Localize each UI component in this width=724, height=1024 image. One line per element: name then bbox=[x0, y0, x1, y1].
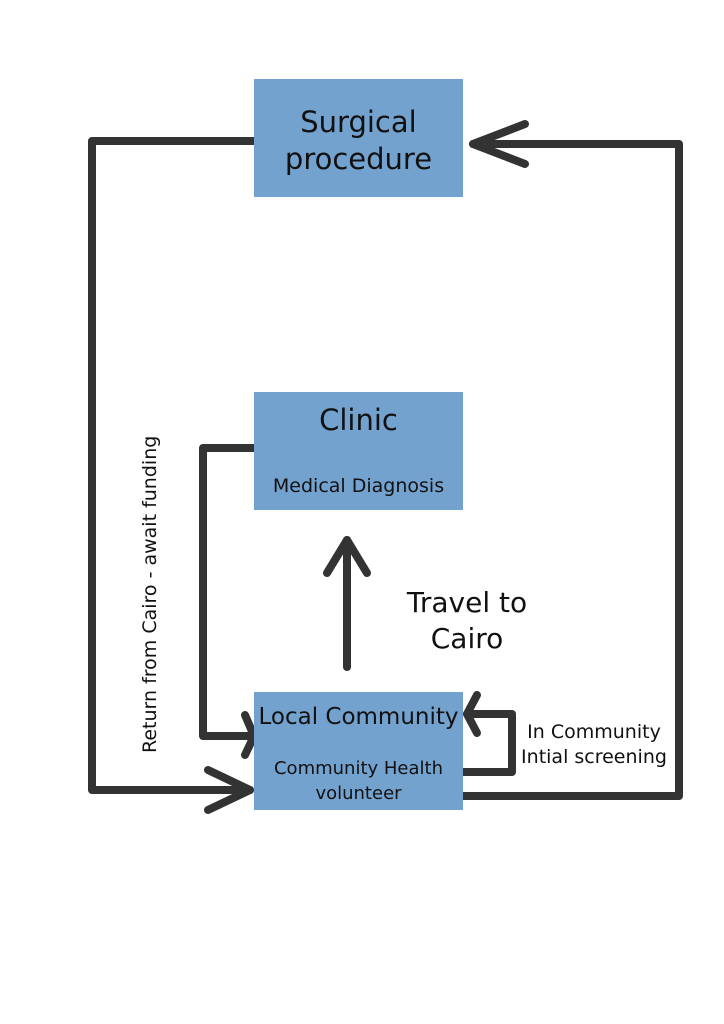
arrow-self-loop bbox=[459, 710, 516, 776]
surgical-procedure-box: Surgical procedure bbox=[254, 79, 463, 197]
arrow-surgical-to-local-head bbox=[204, 766, 254, 814]
clinic-title: Clinic bbox=[319, 403, 398, 437]
arrow-clinic-to-local bbox=[199, 444, 263, 740]
surgical-procedure-title: Surgical procedure bbox=[284, 105, 433, 176]
arrow-self-loop-head bbox=[463, 691, 481, 737]
local-community-subtitle: Community Health volunteer bbox=[273, 758, 443, 804]
arrow-local-to-clinic-head bbox=[323, 536, 371, 577]
arrow-local-to-surgical bbox=[459, 140, 683, 800]
arrow-local-to-surgical-head bbox=[469, 120, 529, 168]
in-community-screening-label: In Community Intial screening bbox=[521, 721, 667, 768]
arrow-surgical-to-local bbox=[88, 137, 258, 794]
travel-to-cairo-label: Travel to Cairo bbox=[406, 586, 528, 655]
local-community-box: Local Community Community Health volunte… bbox=[254, 692, 463, 810]
return-from-cairo-label: Return from Cairo - await funding bbox=[139, 435, 161, 753]
local-community-title: Local Community bbox=[258, 704, 459, 730]
clinic-box: Clinic Medical Diagnosis bbox=[254, 392, 463, 510]
clinic-subtitle: Medical Diagnosis bbox=[272, 475, 445, 497]
